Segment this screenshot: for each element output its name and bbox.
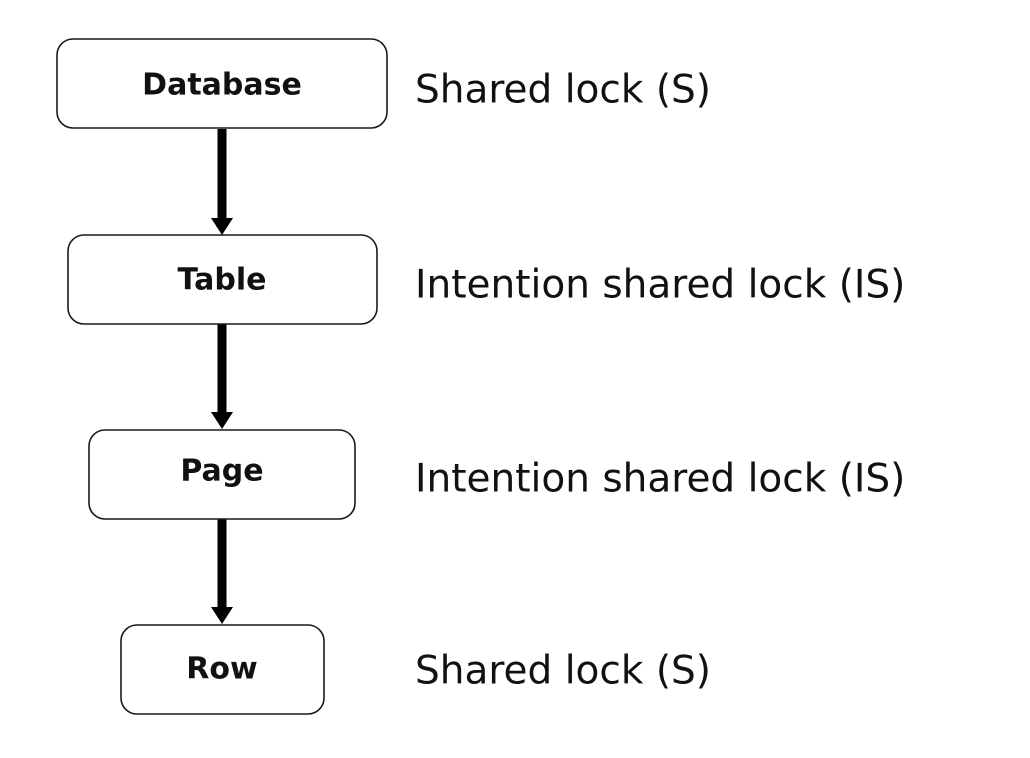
node-row-label: Row bbox=[186, 652, 257, 687]
node-row: Row bbox=[120, 624, 325, 715]
node-page-label: Page bbox=[180, 454, 263, 489]
node-page: Page bbox=[88, 429, 356, 520]
node-table: Table bbox=[67, 234, 378, 325]
lock-label-table: Intention shared lock (IS) bbox=[415, 263, 905, 308]
edge-page-to-row bbox=[211, 519, 233, 624]
edge-database-to-table bbox=[211, 129, 233, 235]
node-table-label: Table bbox=[178, 263, 267, 298]
edge-table-to-page bbox=[211, 324, 233, 429]
node-database-label: Database bbox=[142, 68, 302, 103]
node-database: Database bbox=[56, 38, 388, 129]
lock-label-row: Shared lock (S) bbox=[415, 649, 711, 694]
lock-label-page: Intention shared lock (IS) bbox=[415, 457, 905, 502]
lock-label-database: Shared lock (S) bbox=[415, 68, 711, 113]
